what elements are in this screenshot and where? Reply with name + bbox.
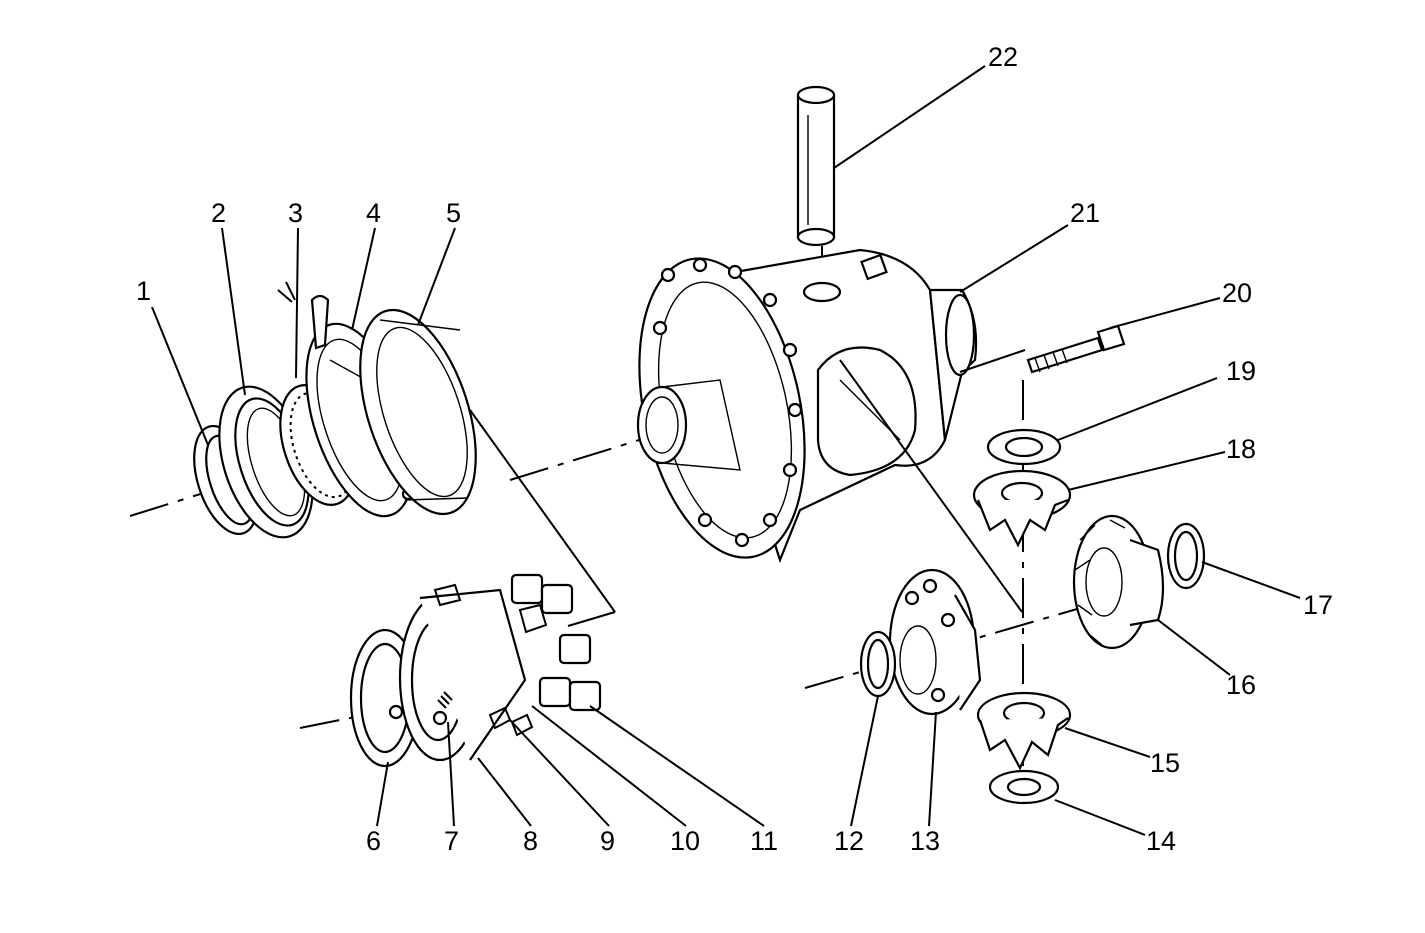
part-19-thrust-washer <box>986 428 1062 466</box>
callout-7: 7 <box>444 826 459 856</box>
part-15-pinion-gear <box>976 691 1072 771</box>
part-17-ring <box>1166 522 1206 590</box>
callout-10: 10 <box>670 826 700 856</box>
part-12-ring <box>859 630 897 698</box>
part-16-side-gear <box>1072 514 1165 650</box>
part-18-pinion-gear <box>972 469 1072 548</box>
callout-14: 14 <box>1146 826 1176 856</box>
part-14-thrust-washer <box>988 769 1060 805</box>
callout-8: 8 <box>523 826 538 856</box>
callout-21: 21 <box>1070 198 1100 228</box>
callout-20: 20 <box>1222 278 1252 308</box>
callout-5: 5 <box>446 198 461 228</box>
callout-11: 11 <box>750 826 778 856</box>
callout-labels: 1 2 3 4 5 6 7 8 9 10 11 12 13 14 15 16 1… <box>136 42 1333 856</box>
callout-16: 16 <box>1226 670 1256 700</box>
callout-19: 19 <box>1226 356 1256 386</box>
callout-2: 2 <box>211 198 226 228</box>
callout-12: 12 <box>834 826 864 856</box>
callout-6: 6 <box>366 826 381 856</box>
callout-4: 4 <box>366 198 381 228</box>
callout-3: 3 <box>288 198 303 228</box>
callout-22: 22 <box>988 42 1018 72</box>
part-7-spring <box>432 691 453 726</box>
callout-9: 9 <box>600 826 615 856</box>
callout-1: 1 <box>136 276 151 306</box>
callout-17: 17 <box>1303 590 1333 620</box>
part-5-disc <box>359 308 477 516</box>
callout-15: 15 <box>1150 748 1180 778</box>
part-20-bolt <box>1026 324 1126 374</box>
leader-lines <box>151 65 1301 836</box>
callout-13: 13 <box>910 826 940 856</box>
part-13-side-gear <box>888 568 982 716</box>
part-21-differential-case <box>636 248 978 564</box>
part-11-guide-blocks <box>510 573 602 712</box>
part-8-cam-plate <box>398 588 527 762</box>
callout-18: 18 <box>1226 434 1256 464</box>
part-22-cross-pin <box>796 85 836 247</box>
